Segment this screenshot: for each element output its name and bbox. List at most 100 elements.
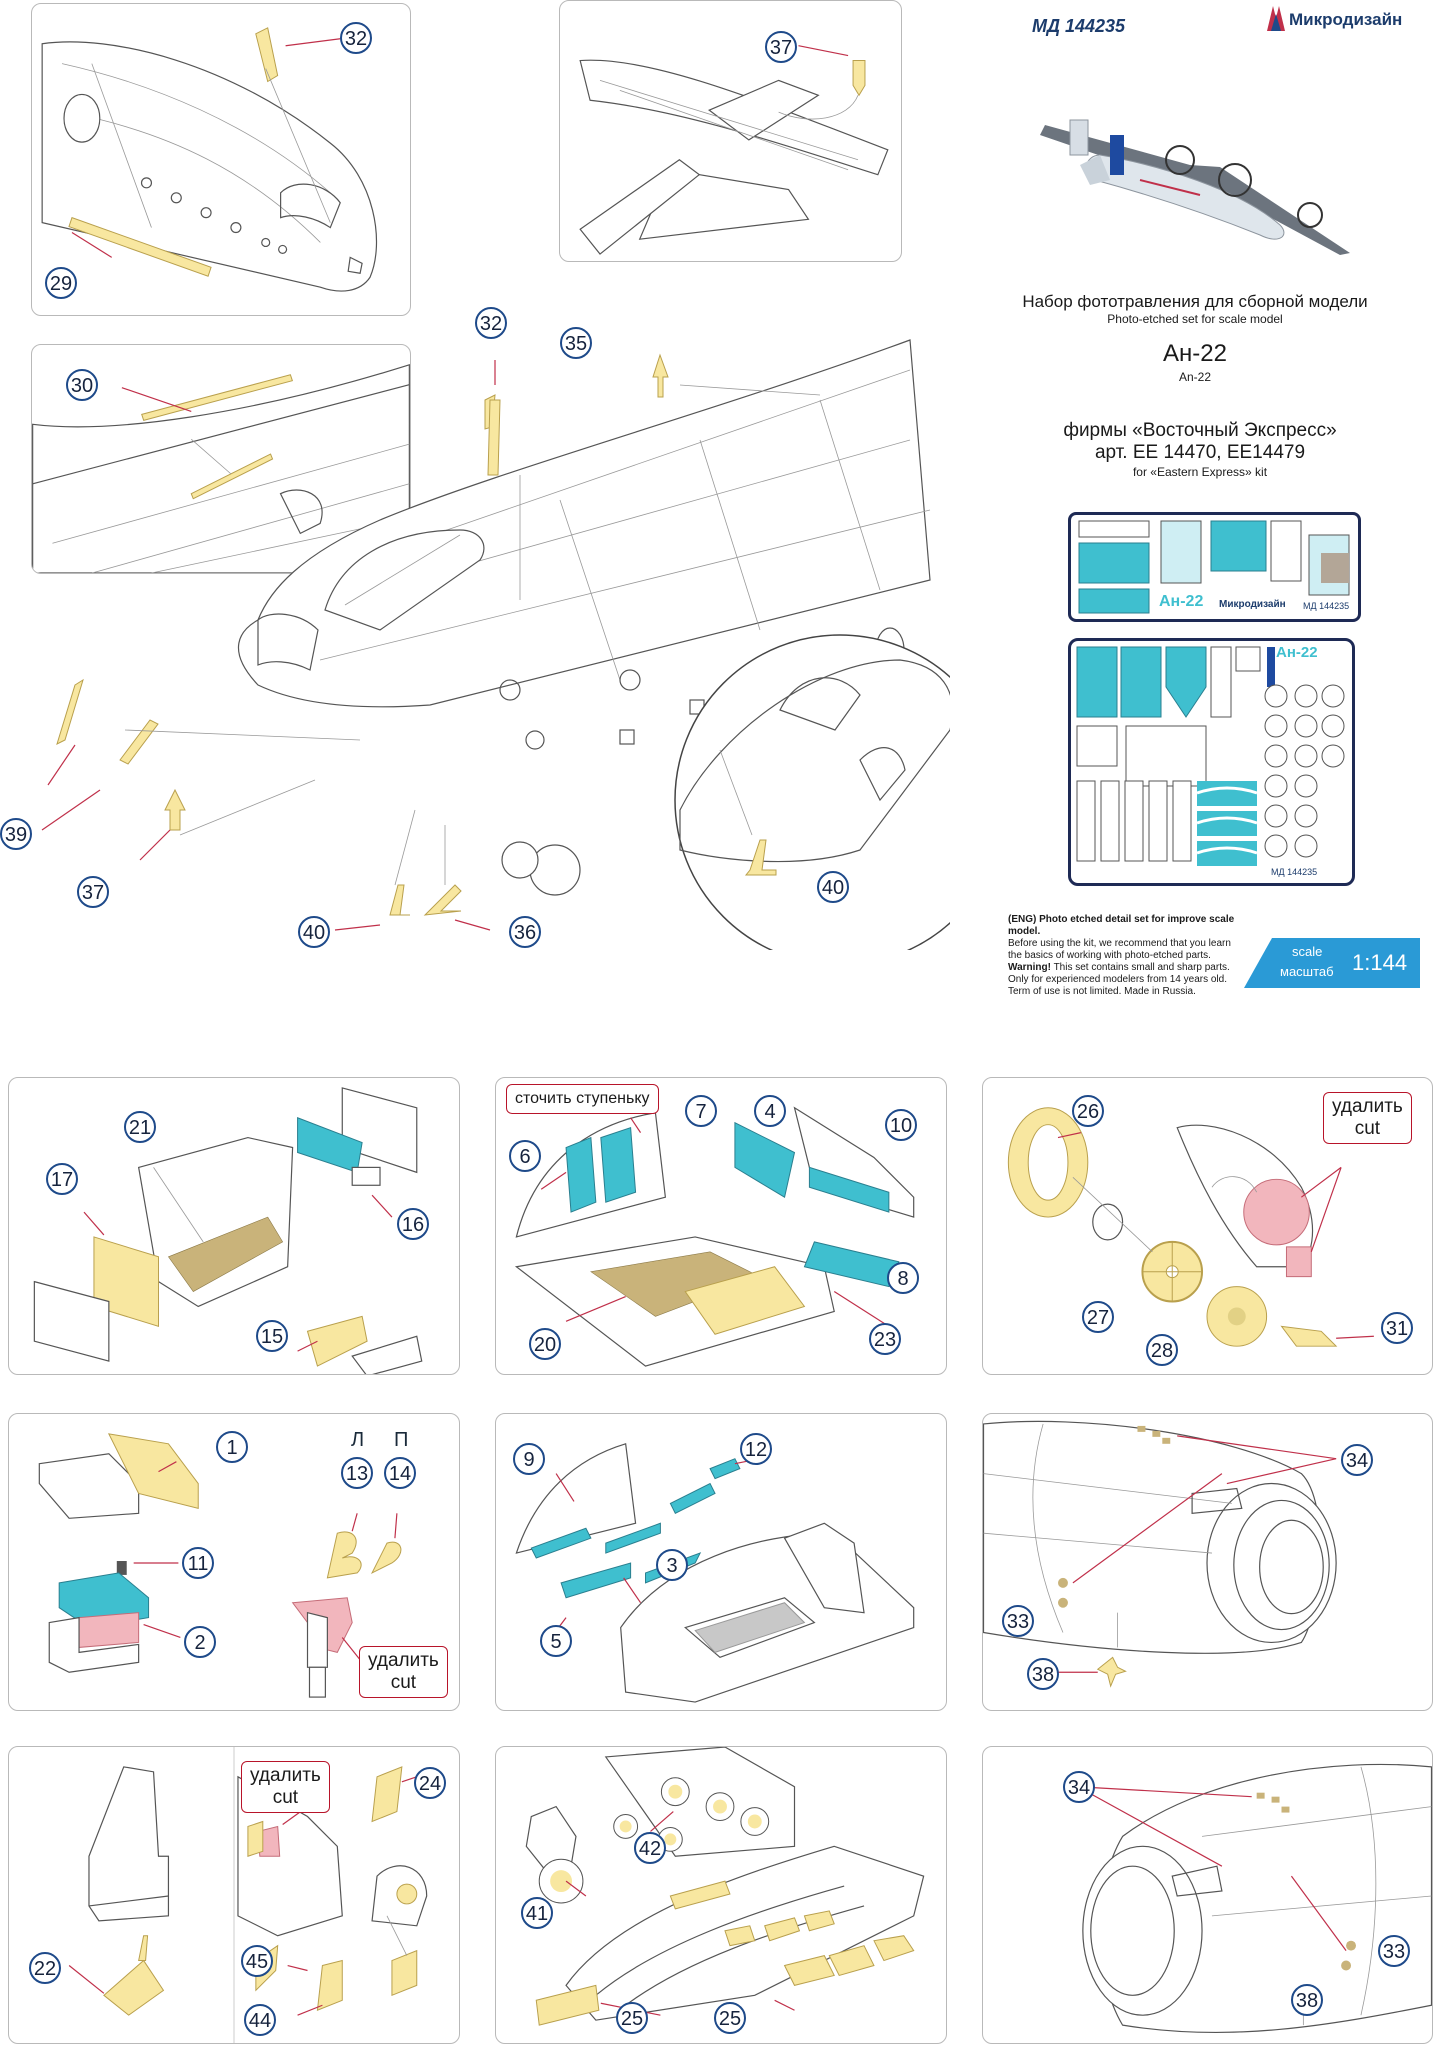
main-fuselage-drawing bbox=[41, 339, 950, 950]
callout-45: 45 bbox=[241, 1945, 273, 1977]
panel-cargo-floor: сточить ступеньку 6 7 4 10 8 20 23 bbox=[495, 1077, 947, 1375]
callout-1: 1 bbox=[216, 1431, 248, 1463]
fret-1-parts bbox=[1078, 520, 1350, 614]
kit-en: for «Eastern Express» kit bbox=[1132, 465, 1268, 479]
callout-40-main: 40 bbox=[298, 916, 330, 948]
grind-step-label: сточить ступеньку bbox=[506, 1084, 659, 1114]
kit-art: арт. ЕЕ 14470, ЕЕ14479 bbox=[1094, 442, 1306, 463]
cut-label-seat: удалить cut bbox=[359, 1646, 448, 1698]
seat-mount-drawing bbox=[68, 1747, 428, 2043]
notice-line-5: Only for experienced modelers from 14 ye… bbox=[1008, 974, 1227, 985]
callout-11: 11 bbox=[182, 1547, 214, 1579]
callout-32-main: 32 bbox=[475, 307, 507, 339]
panel-seat-mount: удалить cut 22 24 45 44 bbox=[8, 1746, 460, 2044]
cut-label-seat-ru: удалить bbox=[368, 1650, 439, 1671]
callout-33-side-2: 33 bbox=[1378, 1935, 1410, 1967]
panel-nose-floor: 9 12 3 5 bbox=[495, 1413, 947, 1711]
callout-12: 12 bbox=[740, 1433, 772, 1465]
fret-1-brand-label: Микродизайн bbox=[1219, 599, 1286, 610]
callout-14: 14 bbox=[384, 1457, 416, 1489]
callout-23: 23 bbox=[869, 1323, 901, 1355]
callout-44: 44 bbox=[244, 2004, 276, 2036]
callout-24: 24 bbox=[414, 1767, 446, 1799]
callout-22: 22 bbox=[29, 1952, 61, 1984]
panel-engine-side-1: 34 33 38 bbox=[982, 1413, 1433, 1711]
callout-34-side-1: 34 bbox=[1341, 1444, 1373, 1476]
cut-label-engine: удалить cut bbox=[1323, 1092, 1412, 1144]
panel-nose-detail: 32 29 bbox=[31, 3, 411, 316]
cargo-floor-drawing bbox=[514, 1106, 915, 1367]
callout-25-left: 25 bbox=[616, 2002, 648, 2034]
callout-41: 41 bbox=[521, 1897, 553, 1929]
notice-warning: Warning! bbox=[1008, 962, 1051, 973]
seat-controls-drawing bbox=[38, 1433, 402, 1698]
fret-2-parts bbox=[1076, 646, 1345, 866]
callout-42: 42 bbox=[634, 1832, 666, 1864]
callout-21: 21 bbox=[124, 1111, 156, 1143]
panel-landing-gear: 42 41 25 25 bbox=[495, 1746, 947, 2044]
callout-17: 17 bbox=[46, 1163, 78, 1195]
callout-30: 30 bbox=[66, 369, 98, 401]
callout-26: 26 bbox=[1072, 1095, 1104, 1127]
callout-3: 3 bbox=[656, 1549, 688, 1581]
cockpit-floor-drawing bbox=[33, 1087, 423, 1374]
aircraft-photo bbox=[1040, 119, 1350, 255]
notice-line-3: the basics of working with photo-etched … bbox=[1008, 950, 1211, 961]
fret-2-code-label: МД 144235 bbox=[1271, 867, 1318, 877]
callout-25-right: 25 bbox=[714, 2002, 746, 2034]
brand-name: Микродизайн bbox=[1289, 10, 1403, 29]
callout-7: 7 bbox=[685, 1095, 717, 1127]
notice-line-4: This set contains small and sharp parts. bbox=[1050, 962, 1230, 973]
callout-13: 13 bbox=[341, 1457, 373, 1489]
article-number: МД 144235 bbox=[1032, 16, 1126, 36]
scale-badge: scale масштаб 1:144 bbox=[1244, 938, 1420, 988]
callout-2: 2 bbox=[184, 1626, 216, 1658]
callout-31: 31 bbox=[1381, 1312, 1413, 1344]
callout-37-main: 37 bbox=[77, 876, 109, 908]
callout-9: 9 bbox=[513, 1443, 545, 1475]
right-label: П bbox=[394, 1429, 409, 1451]
callout-39: 39 bbox=[0, 818, 32, 850]
panel-wing-detail: 37 bbox=[559, 0, 902, 262]
cut-label-engine-ru: удалить bbox=[1332, 1096, 1403, 1117]
callout-15: 15 bbox=[256, 1320, 288, 1352]
nose-floor-drawing bbox=[515, 1443, 915, 1703]
panel-cockpit-floor: 21 17 16 15 bbox=[8, 1077, 460, 1375]
cut-label-nose-en: cut bbox=[272, 1787, 299, 1808]
callout-40-inset: 40 bbox=[817, 871, 849, 903]
callout-35: 35 bbox=[560, 327, 592, 359]
callout-20: 20 bbox=[529, 1328, 561, 1360]
callout-32: 32 bbox=[340, 22, 372, 54]
callout-5: 5 bbox=[540, 1625, 572, 1657]
callout-38-side-2: 38 bbox=[1291, 1984, 1323, 2016]
callout-6: 6 bbox=[509, 1140, 541, 1172]
fret-1-code-label: МД 144235 bbox=[1303, 601, 1350, 611]
fret-sheet-1: Ан-22 Микродизайн МД 144235 bbox=[1068, 512, 1361, 622]
callout-37-top: 37 bbox=[765, 31, 797, 63]
scale-label-ru: масштаб bbox=[1280, 964, 1334, 979]
panel-engine-intake: удалить cut 26 27 28 31 bbox=[982, 1077, 1433, 1375]
callout-4: 4 bbox=[754, 1095, 786, 1127]
title-en: Photo-etched set for scale model bbox=[1107, 312, 1283, 326]
callout-36: 36 bbox=[509, 916, 541, 948]
scale-label-en: scale bbox=[1292, 944, 1323, 959]
brand-mark-icon bbox=[1267, 6, 1285, 31]
callout-27: 27 bbox=[1082, 1301, 1114, 1333]
cut-label-nose-ru: удалить bbox=[250, 1765, 321, 1786]
cut-label-seat-en: cut bbox=[390, 1672, 417, 1693]
notice-block: (ENG) Photo etched detail set for improv… bbox=[1008, 914, 1248, 998]
notice-line-2: Before using the kit, we recommend that … bbox=[1008, 938, 1231, 949]
cut-label-nose: удалить cut bbox=[241, 1761, 330, 1813]
panel-seat-controls: 1 Л П 13 14 11 2 удалить cut bbox=[8, 1413, 460, 1711]
wing-detail-drawing bbox=[579, 45, 889, 255]
callout-33-side-1: 33 bbox=[1002, 1605, 1034, 1637]
callout-10: 10 bbox=[885, 1109, 917, 1141]
title-ru: Набор фототравления для сборной модели bbox=[1022, 292, 1368, 311]
callout-29: 29 bbox=[45, 267, 77, 299]
model-en: An-22 bbox=[1178, 370, 1212, 384]
callout-34-side-2: 34 bbox=[1063, 1771, 1095, 1803]
callout-28: 28 bbox=[1146, 1334, 1178, 1366]
nose-detail-drawing bbox=[41, 27, 378, 292]
notice-line-6: Term of use is not limited. Made in Russ… bbox=[1008, 986, 1196, 997]
engine-side-1-drawing bbox=[983, 1420, 1337, 1688]
